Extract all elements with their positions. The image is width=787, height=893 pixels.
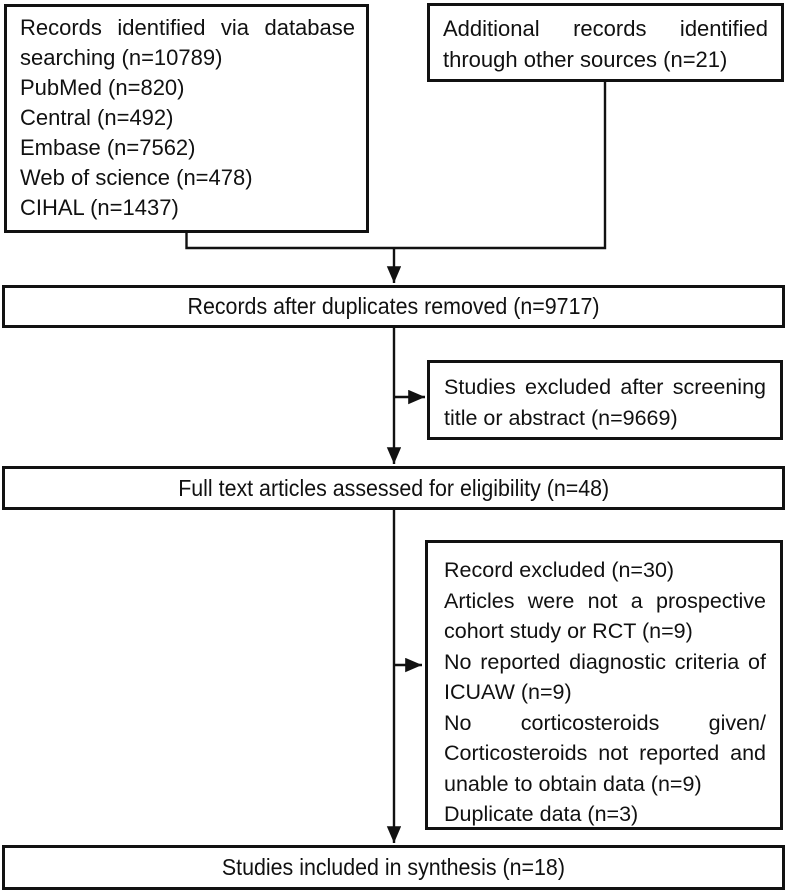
fulltext-excluded-line-9: Duplicate data (n=3) (444, 802, 639, 826)
box-studies-included: Studies included in synthesis (n=18) (2, 845, 785, 890)
fulltext-excluded-line-7: Corticosteroids not reported and (444, 741, 766, 765)
box-duplicates-removed: Records after duplicates removed (n=9717… (2, 285, 785, 328)
fulltext-assessed-text: Full text articles assessed for eligibil… (178, 474, 609, 501)
identification-line-1: Records identified via database (20, 15, 355, 40)
identification-line-5: Embase (n=7562) (20, 135, 196, 160)
screening-excluded-line-2: title or abstract (n=9669) (444, 406, 678, 430)
identification-line-3: PubMed (n=820) (20, 75, 185, 100)
fulltext-excluded-line-6: No corticosteroids given/ (444, 710, 766, 735)
box-fulltext-assessed: Full text articles assessed for eligibil… (2, 466, 785, 510)
screening-excluded-line-1: Studies excluded after screening (444, 375, 766, 399)
fulltext-excluded-line-1: Record excluded (n=30) (444, 558, 675, 582)
box-screening-excluded: Studies excluded after screening title o… (427, 360, 783, 440)
fulltext-excluded-line-2: Articles were not a prospective (444, 588, 766, 613)
additional-line-1: Additional records identified (443, 16, 768, 41)
studies-included-text: Studies included in synthesis (n=18) (221, 854, 566, 880)
fulltext-excluded-line-8: unable to obtain data (n=9) (444, 771, 702, 796)
duplicates-removed-text: Records after duplicates removed (n=9717… (187, 293, 600, 319)
identification-line-6: Web of science (n=478) (20, 165, 253, 190)
box-records-identified: Records identified via database searchin… (4, 4, 369, 233)
identification-line-7: CIHAL (n=1437) (20, 195, 179, 220)
fulltext-excluded-line-5: ICUAW (n=9) (444, 680, 572, 704)
box-fulltext-excluded: Record excluded (n=30) Articles were not… (425, 540, 783, 830)
identification-line-4: Central (n=492) (20, 105, 174, 130)
identification-line-2: searching (n=10789) (20, 45, 223, 70)
fulltext-excluded-line-4: No reported diagnostic criteria of (444, 649, 766, 674)
additional-line-2: through other sources (n=21) (443, 47, 728, 72)
fulltext-excluded-line-3: cohort study or RCT (n=9) (444, 619, 693, 643)
box-additional-records: Additional records identified through ot… (427, 3, 784, 82)
